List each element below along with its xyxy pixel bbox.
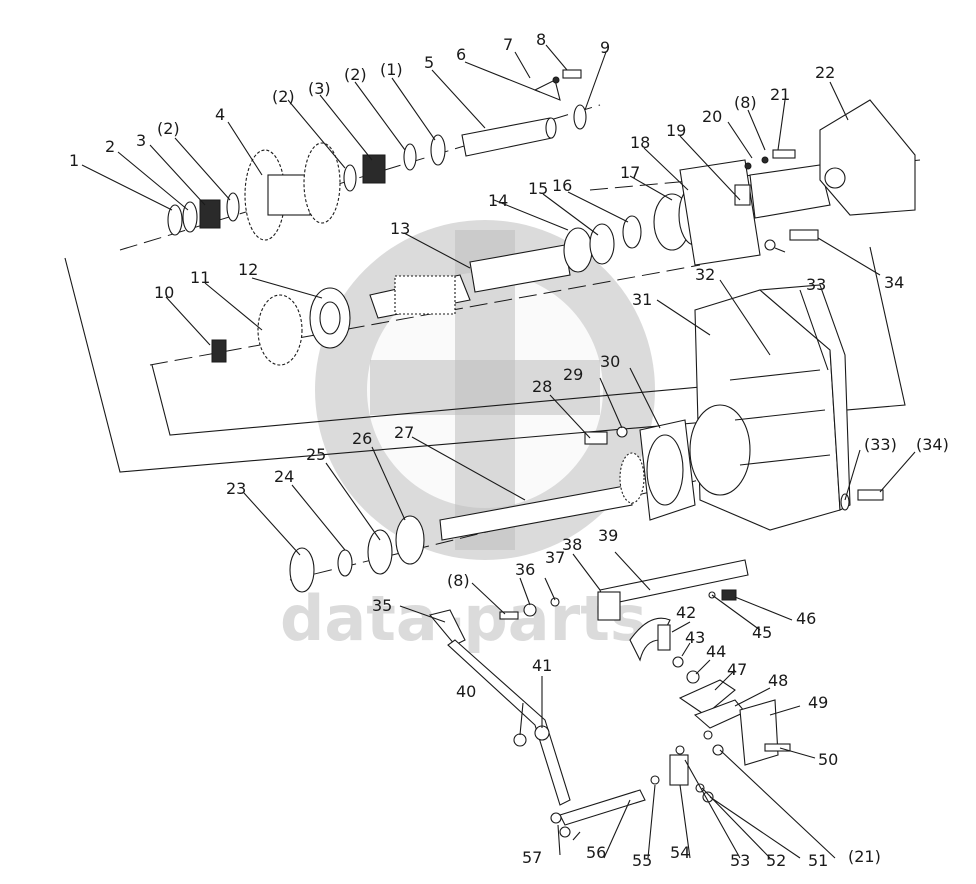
- callout-2: 2: [105, 137, 115, 156]
- callout-10: 10: [154, 283, 174, 302]
- callout-24: 24: [274, 467, 294, 486]
- callout-8: 8: [536, 30, 546, 49]
- callout-50: 50: [818, 750, 838, 769]
- callout-42: 42: [676, 603, 696, 622]
- callout-53: 53: [730, 851, 750, 870]
- callout-17: 17: [620, 163, 640, 182]
- callout-34-paren: (34): [916, 435, 949, 454]
- callout-36: 36: [515, 560, 535, 579]
- gearbox-housing: [584, 284, 884, 531]
- callout-15: 15: [528, 179, 548, 198]
- callout-21: 21: [770, 85, 790, 104]
- callout-55: 55: [632, 851, 652, 870]
- callout-57: 57: [522, 848, 542, 867]
- callout-11: 11: [190, 268, 210, 287]
- callout-39: 39: [598, 526, 618, 545]
- callout-13: 13: [390, 219, 410, 238]
- callout-18: 18: [630, 133, 650, 152]
- output-housing-parts: [678, 99, 916, 266]
- callout-19: 19: [666, 121, 686, 140]
- callout-23: 23: [226, 479, 246, 498]
- callout-2-paren: (2): [157, 119, 180, 138]
- callout-1: 1: [69, 151, 79, 170]
- callout-37: 37: [545, 548, 565, 567]
- callout-54: 54: [670, 843, 690, 862]
- callout-33: 33: [806, 275, 826, 294]
- callout-2-paren-c: (2): [344, 65, 367, 84]
- callout-45: 45: [752, 623, 772, 642]
- callout-49: 49: [808, 693, 828, 712]
- callout-21-paren: (21): [848, 847, 881, 866]
- callout-1-paren: (1): [380, 60, 403, 79]
- cluster-gear-parts: [167, 69, 587, 241]
- callout-32: 32: [695, 265, 715, 284]
- callout-16: 16: [552, 176, 572, 195]
- callout-31: 31: [632, 290, 652, 309]
- callout-38: 38: [562, 535, 582, 554]
- callout-44: 44: [706, 642, 726, 661]
- callout-29: 29: [563, 365, 583, 384]
- leader-lines: [81, 44, 916, 859]
- callout-28: 28: [532, 377, 552, 396]
- callout-30: 30: [600, 352, 620, 371]
- callout-3: 3: [136, 131, 146, 150]
- callout-3-paren: (3): [308, 79, 331, 98]
- callout-48: 48: [768, 671, 788, 690]
- callout-8-paren: (8): [734, 93, 757, 112]
- callout-52: 52: [766, 851, 786, 870]
- callout-47: 47: [727, 660, 747, 679]
- callout-22: 22: [815, 63, 835, 82]
- callout-20: 20: [702, 107, 722, 126]
- callout-25: 25: [306, 445, 326, 464]
- callout-27: 27: [394, 423, 414, 442]
- callout-34: 34: [884, 273, 904, 292]
- callout-12: 12: [238, 260, 258, 279]
- callout-7: 7: [503, 35, 513, 54]
- callout-33-paren: (33): [864, 435, 897, 454]
- callout-4: 4: [215, 105, 225, 124]
- callout-35: 35: [372, 596, 392, 615]
- watermark-text: data-parts: [280, 582, 647, 655]
- callout-labels: 1 2 3 (2) 4 (2) (3) (2) (1) 5 6 7 8 9 10…: [69, 30, 949, 870]
- callout-41: 41: [532, 656, 552, 675]
- callout-40: 40: [456, 682, 476, 701]
- callout-14: 14: [488, 191, 508, 210]
- callout-51: 51: [808, 851, 828, 870]
- input-shaft-parts: [289, 452, 645, 593]
- callout-26: 26: [352, 429, 372, 448]
- callout-5: 5: [424, 53, 434, 72]
- callout-43: 43: [685, 628, 705, 647]
- callout-56: 56: [586, 843, 606, 862]
- callout-8-paren-b: (8): [447, 571, 470, 590]
- callout-6: 6: [456, 45, 466, 64]
- shift-linkage-parts: [429, 559, 791, 841]
- callout-46: 46: [796, 609, 816, 628]
- callout-2-paren-b: (2): [272, 87, 295, 106]
- callout-9: 9: [600, 38, 610, 57]
